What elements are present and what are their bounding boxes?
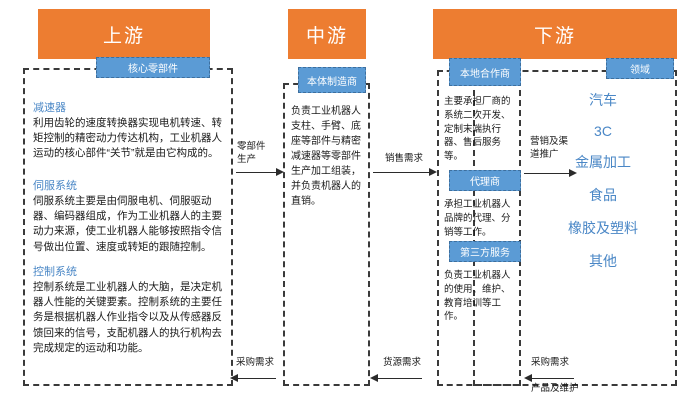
header-upstream: 上游 xyxy=(38,9,210,59)
field-item[interactable]: 3C xyxy=(594,123,612,139)
arrow-label-supply-demand: 货源需求 xyxy=(383,357,422,368)
arrow-label-line2: 生产 xyxy=(237,153,257,165)
field-item[interactable]: 金属加工 xyxy=(575,154,631,170)
arrow-supply-demand-head-icon xyxy=(370,374,378,382)
chip-third-party[interactable]: 第三方服务 xyxy=(449,241,521,262)
arrow-label-line1: 营销及渠 xyxy=(530,136,569,147)
chip-body-manufacturer[interactable]: 本体制造商 xyxy=(298,67,366,93)
upstream-section-servo: 伺服系统 伺服系统主要是由伺服电机、伺服驱动器、编码器组成，作为工业机器人的主要… xyxy=(33,177,229,255)
field-item[interactable]: 橡胶及塑料 xyxy=(568,220,638,236)
midstream-body: 负责工业机器人支柱、手臂、底座等部件与精密减速器等零部件生产加工组装，并负责机器… xyxy=(291,106,361,207)
arrow-label-line1: 零部件 xyxy=(237,141,266,152)
arrow-label-parts-production: 零部件 生产 xyxy=(237,141,266,167)
arrow-procurement-right-line xyxy=(528,378,574,379)
arrow-label-procurement-right: 采购需求 xyxy=(531,357,570,368)
third-party-description: 负责工业机器人的使用、维护、教育培训等工作。 xyxy=(444,269,516,324)
chip-field[interactable]: 领域 xyxy=(606,58,674,79)
upstream-section-control: 控制系统 控制系统是工业机器人的大脑，是决定机器人性能的关键要素。控制系统的主要… xyxy=(33,263,229,356)
section-body: 伺服系统主要是由伺服电机、伺服驱动器、编码器组成，作为工业机器人的主要动力来源，… xyxy=(33,195,222,253)
arrow-parts-production-line xyxy=(236,172,278,173)
chip-core-parts[interactable]: 核心零部件 xyxy=(96,57,210,78)
agent-body: 承担工业机器人品牌的代理、分销等工作。 xyxy=(444,199,511,238)
field-item[interactable]: 其他 xyxy=(589,253,617,269)
header-downstream: 下游 xyxy=(433,9,677,59)
header-midstream: 中游 xyxy=(288,9,366,59)
local-partner-body: 主要承担厂商的系统二次开发、定制末端执行器、售后服务等。 xyxy=(444,96,511,163)
downstream-field-panel xyxy=(473,70,677,386)
chip-agent[interactable]: 代理商 xyxy=(449,170,521,191)
section-title: 控制系统 xyxy=(33,266,77,278)
arrow-procurement-right-head-icon xyxy=(524,374,532,382)
application-field-list: 汽车 3C 金属加工 食品 橡胶及塑料 其他 xyxy=(530,90,676,271)
arrow-label-line2: 道推广 xyxy=(530,148,559,160)
arrow-supply-demand-line xyxy=(374,378,422,379)
section-body: 利用齿轮的速度转换器实现电机转速、转矩控制的精密动力传达机构，工业机器人运动的核… xyxy=(33,117,222,160)
section-body: 控制系统是工业机器人的大脑，是决定机器人性能的关键要素。控制系统的主要任务是根据… xyxy=(33,281,222,354)
arrow-label-marketing: 营销及渠 道推广 xyxy=(530,136,568,162)
arrow-label-product-maintenance: 产品及维护 xyxy=(531,383,579,394)
arrow-label-sales-demand: 销售需求 xyxy=(385,153,424,164)
field-item[interactable]: 食品 xyxy=(589,187,617,203)
arrow-parts-production-head-icon xyxy=(276,168,284,176)
arrow-sales-demand-line xyxy=(373,172,431,173)
arrow-marketing-head-icon xyxy=(569,169,577,177)
arrow-marketing-line xyxy=(524,173,571,174)
agent-description: 承担工业机器人品牌的代理、分销等工作。 xyxy=(444,198,516,239)
midstream-description: 负责工业机器人支柱、手臂、底座等部件与精密减速器等零部件生产加工组装，并负责机器… xyxy=(291,104,363,209)
arrow-procurement-left-line xyxy=(234,378,276,379)
third-party-body: 负责工业机器人的使用、维护、教育培训等工作。 xyxy=(444,270,511,323)
arrow-label-procurement-left: 采购需求 xyxy=(236,357,275,368)
field-item[interactable]: 汽车 xyxy=(589,92,617,108)
upstream-section-reducer: 减速器 利用齿轮的速度转换器实现电机转速、转矩控制的精密动力传达机构，工业机器人… xyxy=(33,99,229,162)
arrow-sales-demand-head-icon xyxy=(429,168,437,176)
section-title: 减速器 xyxy=(33,102,66,114)
chip-local-partner[interactable]: 本地合作商 xyxy=(449,58,521,86)
local-partner-description: 主要承担厂商的系统二次开发、定制末端执行器、售后服务等。 xyxy=(444,95,516,164)
section-title: 伺服系统 xyxy=(33,180,77,192)
arrow-procurement-left-head-icon xyxy=(230,374,238,382)
